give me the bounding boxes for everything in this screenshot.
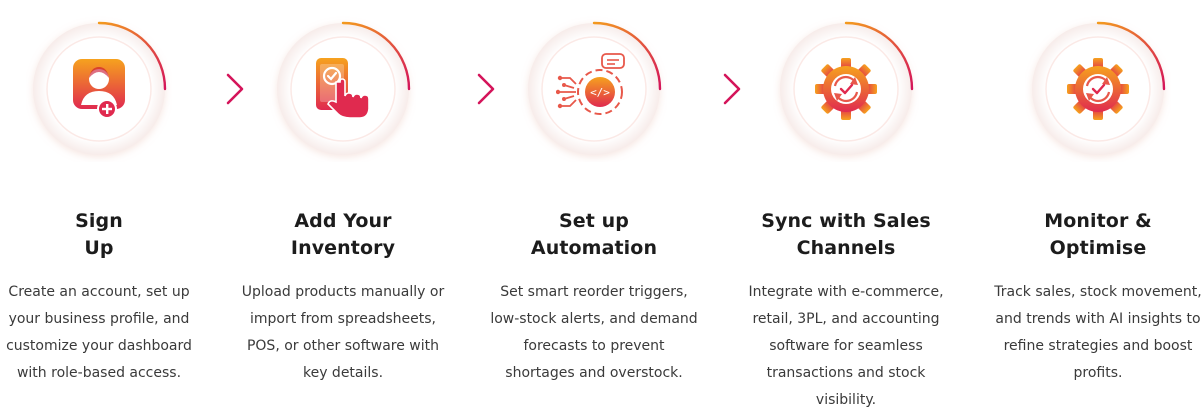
step-description: Set smart reorder triggers, low-stock al…	[490, 284, 698, 381]
step-description: Integrate with e-commerce, retail, 3PL, …	[748, 284, 944, 408]
step-badge	[773, 16, 919, 162]
step-title: Sync with Sales Channels	[761, 210, 931, 259]
automation-gear-icon: </>	[556, 53, 625, 115]
step-badge	[1025, 16, 1171, 162]
arrow-right-icon	[693, 73, 741, 105]
user-add-icon	[73, 59, 125, 119]
step-monitor-optimise: Monitor & Optimise Track sales, stock mo…	[983, 0, 1204, 409]
step-badge	[26, 16, 172, 162]
check-gear-icon	[1067, 58, 1129, 120]
step-title: Set up Automation	[530, 210, 658, 259]
step-title: Add Your Inventory	[290, 210, 396, 259]
sync-gear-icon	[815, 58, 877, 120]
step-title: Monitor & Optimise	[1044, 210, 1152, 259]
step-set-up-automation: </> Set up Automation Set smart reorder …	[479, 0, 709, 409]
step-badge	[270, 16, 416, 162]
step-sync-sales-channels: Sync with Sales Channels Integrate with …	[731, 0, 961, 409]
svg-text:</>: </>	[590, 86, 610, 99]
step-description: Track sales, stock movement, and trends …	[994, 284, 1202, 381]
arrow-right-icon	[447, 73, 495, 105]
step-title: Sign Up	[75, 210, 123, 259]
tap-phone-icon	[316, 58, 370, 119]
step-description: Upload products manually or import from …	[241, 284, 445, 381]
step-add-inventory: Add Your Inventory Upload products manua…	[228, 0, 458, 409]
step-description: Create an account, set up your business …	[6, 284, 192, 381]
arrow-right-icon	[196, 73, 244, 105]
step-badge: </>	[521, 16, 667, 162]
step-sign-up: Sign Up Create an account, set up your b…	[0, 0, 214, 409]
